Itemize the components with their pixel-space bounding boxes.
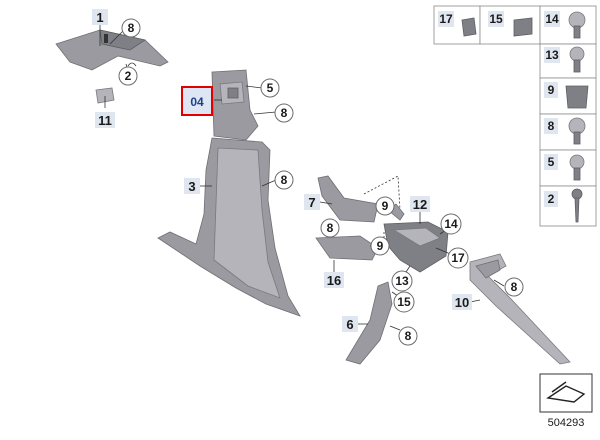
- part-7-trim: [317, 175, 379, 223]
- svg-text:3: 3: [188, 179, 195, 194]
- callout-8-e: 8: [398, 326, 418, 346]
- svg-text:15: 15: [397, 295, 411, 309]
- svg-text:04: 04: [190, 95, 204, 109]
- svg-text:17: 17: [451, 251, 465, 265]
- grid-label-5: 5: [544, 154, 558, 170]
- svg-text:14: 14: [545, 12, 559, 26]
- callout-11: 11: [95, 112, 115, 128]
- callout-17: 17: [447, 247, 469, 269]
- callout-1: 1: [92, 9, 108, 25]
- svg-text:1: 1: [96, 10, 103, 25]
- fastener-2-icon: [571, 188, 583, 200]
- svg-text:8: 8: [511, 280, 518, 294]
- fastener-5-icon: [569, 154, 585, 170]
- diagram-number: 504293: [548, 417, 585, 429]
- callout-15: 15: [393, 291, 415, 313]
- svg-text:15: 15: [489, 12, 503, 26]
- callout-13: 13: [391, 270, 413, 292]
- callout-04-highlighted[interactable]: 04: [181, 86, 213, 116]
- svg-text:9: 9: [548, 83, 555, 97]
- svg-text:8: 8: [128, 21, 135, 35]
- callout-8-b: 8: [274, 103, 294, 123]
- svg-text:17: 17: [439, 12, 453, 26]
- svg-text:8: 8: [281, 173, 288, 187]
- callout-7: 7: [304, 194, 320, 210]
- part-10-sill-trim: [469, 253, 571, 365]
- svg-text:8: 8: [548, 119, 555, 133]
- part-6-lower-trim: [345, 281, 393, 365]
- svg-text:12: 12: [413, 197, 427, 212]
- svg-text:13: 13: [545, 48, 559, 62]
- part-16-trim: [315, 235, 379, 261]
- svg-text:11: 11: [98, 113, 112, 128]
- svg-text:8: 8: [327, 221, 334, 235]
- svg-text:6: 6: [346, 317, 353, 332]
- grid-label-13: 13: [544, 47, 560, 63]
- grid-label-14: 14: [544, 11, 560, 27]
- callout-9-a: 9: [375, 196, 395, 216]
- svg-text:5: 5: [548, 155, 555, 169]
- callout-3: 3: [184, 178, 200, 194]
- callout-16: 16: [324, 272, 344, 288]
- fastener-15-icon: [513, 17, 533, 37]
- callout-6: 6: [342, 316, 358, 332]
- diagram-symbol: [539, 373, 593, 413]
- svg-text:10: 10: [455, 295, 469, 310]
- part-3-pillar-trim-lower: [157, 137, 301, 317]
- fastener-grid: [433, 5, 597, 227]
- svg-text:9: 9: [382, 199, 389, 213]
- svg-text:7: 7: [308, 195, 315, 210]
- svg-text:2: 2: [548, 192, 555, 206]
- grid-label-17: 17: [438, 11, 454, 27]
- fastener-9-icon: [565, 85, 589, 109]
- fastener-13-icon: [569, 46, 585, 62]
- part-2-screw: [127, 62, 137, 67]
- svg-text:5: 5: [267, 81, 274, 95]
- part-11-clip: [95, 87, 115, 104]
- svg-text:13: 13: [395, 274, 409, 288]
- grid-label-15: 15: [488, 11, 504, 27]
- svg-text:9: 9: [377, 239, 384, 253]
- grid-label-8: 8: [544, 118, 558, 134]
- part-1-upper-trim: [55, 29, 169, 71]
- svg-text:8: 8: [405, 329, 412, 343]
- callout-5: 5: [260, 78, 280, 98]
- callout-2: 2: [118, 66, 138, 86]
- callout-8-c: 8: [274, 170, 294, 190]
- svg-text:2: 2: [125, 69, 132, 83]
- callout-8-d: 8: [320, 218, 340, 238]
- callout-8-a: 8: [121, 18, 141, 38]
- grid-label-2: 2: [544, 191, 558, 207]
- part-04-pillar-cover-upper: [211, 69, 259, 141]
- svg-text:8: 8: [281, 106, 288, 120]
- part-12-connector-housing: [383, 203, 449, 273]
- fastener-17-icon: [461, 17, 477, 37]
- callout-8-f: 8: [504, 277, 524, 297]
- callout-12: 12: [410, 196, 430, 212]
- svg-text:16: 16: [327, 273, 341, 288]
- callout-9-b: 9: [370, 236, 390, 256]
- svg-text:14: 14: [444, 217, 458, 231]
- callout-14: 14: [440, 213, 462, 235]
- grid-label-9: 9: [544, 82, 558, 98]
- callout-10: 10: [452, 294, 472, 310]
